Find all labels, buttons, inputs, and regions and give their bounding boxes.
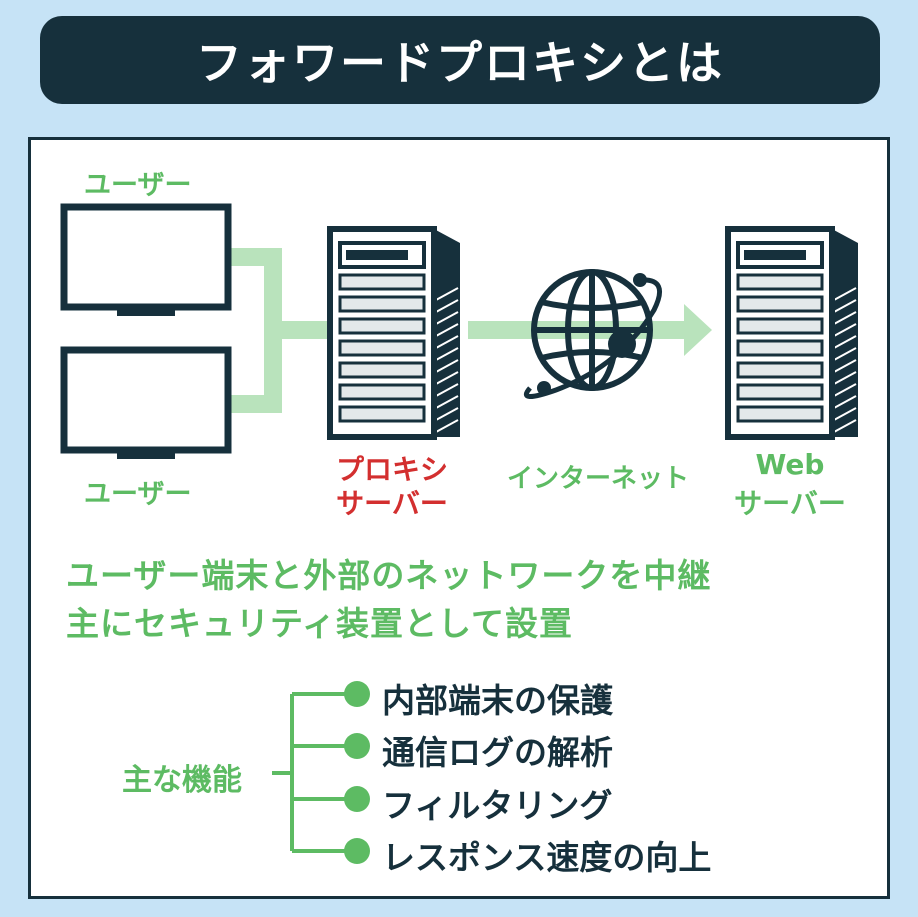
feature-item: 内部端末の保護 — [382, 681, 613, 720]
web-label-line1: Web — [755, 448, 825, 481]
web-label-line2: サーバー — [734, 487, 846, 520]
feature-item: レスポンス速度の向上 — [382, 838, 712, 877]
proxy-label-line2: サーバー — [336, 487, 448, 520]
user-label-bottom: ユーザー — [84, 479, 192, 510]
monitor-icon — [60, 346, 232, 459]
feature-tree — [272, 692, 352, 853]
globe-icon — [523, 269, 663, 399]
connector-lines — [226, 248, 712, 413]
description-line-1: ユーザー端末と外部のネットワークを中継 — [66, 556, 712, 595]
web-server-icon — [725, 226, 858, 440]
page-title: フォワードプロキシとは — [40, 16, 880, 104]
feature-item: フィルタリング — [382, 786, 613, 825]
proxy-server-icon — [327, 226, 460, 440]
feature-item: 通信ログの解析 — [382, 733, 613, 772]
features-label: 主な機能 — [122, 763, 242, 798]
user-label-top: ユーザー — [84, 170, 192, 201]
proxy-label-line1: プロキシ — [335, 453, 449, 486]
monitor-icon — [60, 203, 232, 316]
description-line-2: 主にセキュリティ装置として設置 — [66, 604, 574, 643]
feature-bullets — [344, 681, 370, 864]
internet-label: インターネット — [506, 464, 690, 494]
